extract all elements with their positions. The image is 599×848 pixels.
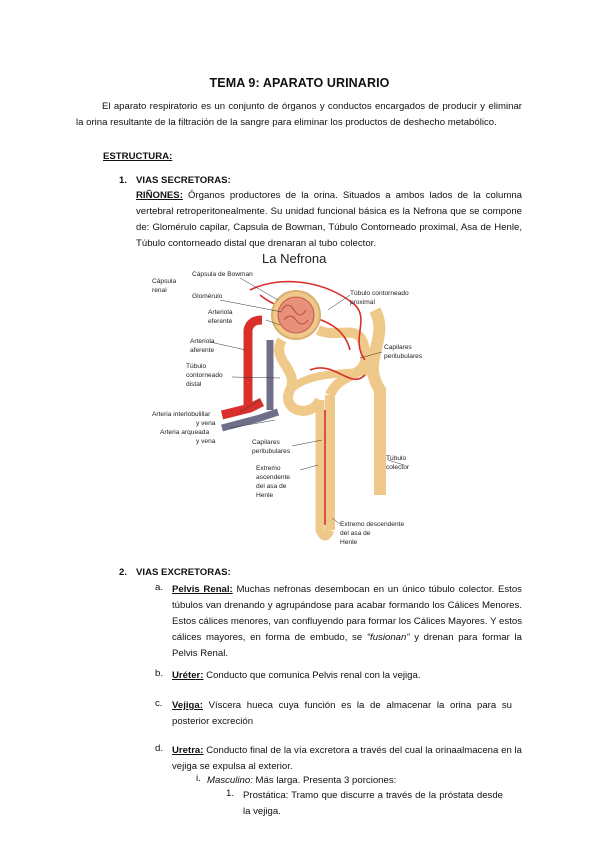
label-tubulo-proximal-2: proximal: [350, 299, 375, 306]
vejiga-label: Vejiga:: [172, 700, 203, 711]
label-tubulo-distal-3: distal: [186, 381, 202, 388]
label-capilares-peritubulares-b: Capilares: [252, 439, 281, 446]
label-tubulo-proximal: Túbulo contorneado: [350, 290, 409, 297]
label-glomerulo: Glomérulo: [192, 293, 223, 300]
label-extremo-ascendente-4: Henle: [256, 492, 274, 499]
uretra-label: Uretra:: [172, 745, 204, 756]
label-extremo-descendente-2: del asa de: [340, 530, 371, 537]
glomerulus-capillary-loops: [281, 304, 309, 325]
label-extremo-descendente-3: Henle: [340, 539, 358, 546]
uretra-text: Conducto final de la vía excretora a tra…: [172, 745, 522, 772]
label-capilares-peritubulares: Capilares: [384, 344, 413, 351]
item-i-marker: i.: [196, 773, 201, 784]
item-c-marker: c.: [155, 698, 163, 709]
label-capsula-renal-2: renal: [152, 287, 167, 294]
item-d-marker: d.: [155, 743, 164, 754]
section2-number: 2.: [119, 567, 128, 578]
ureter-label: Uréter:: [172, 670, 204, 681]
collecting-duct: [366, 307, 386, 495]
label-extremo-ascendente-3: del asa de: [256, 483, 287, 490]
label-extremo-descendente: Extremo descendente: [340, 521, 404, 528]
section2-heading: VIAS EXCRETORAS:: [136, 567, 231, 578]
masculino-text: Más larga. Presenta 3 porciones:: [252, 775, 397, 786]
pelvis-renal-italic: “fusionan”: [366, 632, 410, 643]
arcuate-artery: [220, 397, 265, 420]
intro-paragraph: El aparato respiratorio es un conjunto d…: [76, 101, 522, 128]
proximal-tubule: [315, 325, 371, 398]
label-arteriola-eferente: Arteriola: [208, 309, 233, 316]
section1-number: 1.: [119, 175, 128, 186]
label-tubulo-distal-2: contorneado: [186, 372, 223, 379]
label-capsula-renal: Cápsula: [152, 278, 177, 285]
label-tubulo-colector-2: colector: [386, 464, 410, 471]
diagram-title: La Nefrona: [262, 251, 327, 266]
estructura-heading: ESTRUCTURA:: [103, 151, 173, 162]
label-arteria-arqueada-2: y vena: [196, 438, 216, 445]
label-arteriola-aferente-2: aferente: [190, 347, 215, 354]
label-tubulo-colector: Túbulo: [386, 455, 406, 462]
pelvis-renal-paragraph: Pelvis Renal: Muchas nefronas desembocan…: [172, 582, 522, 662]
item-a-marker: a.: [155, 582, 164, 593]
pelvis-renal-text: Muchas nefronas desembocan en un único t…: [172, 584, 522, 643]
rinones-text: Órganos productores de la orina. Situado…: [136, 190, 522, 249]
item-b-marker: b.: [155, 668, 164, 679]
ascending-limb: [315, 400, 335, 541]
section1-heading: VIAS SECRETORAS:: [136, 175, 231, 186]
label-arteria-arqueada: Arteria arqueada: [160, 429, 209, 436]
masculino-paragraph: Masculino: Más larga. Presenta 3 porcion…: [207, 773, 507, 789]
vejiga-paragraph: Vejiga: Víscera hueca cuya función es la…: [172, 698, 512, 730]
afferent-artery: [243, 315, 263, 410]
ureter-text: Conducto que comunica Pelvis renal con l…: [203, 670, 421, 681]
label-extremo-ascendente: Extremo: [256, 465, 281, 472]
label-capilares-peritubulares-b2: peritubulares: [252, 448, 291, 455]
rinones-label: RIÑONES:: [136, 190, 183, 201]
label-arteriola-eferente-2: eferente: [208, 318, 233, 325]
diagram-pointer-lines: [209, 277, 405, 525]
label-extremo-ascendente-2: ascendente: [256, 474, 290, 481]
pelvis-renal-label: Pelvis Renal:: [172, 584, 233, 595]
label-tubulo-distal: Túbulo: [186, 363, 206, 370]
glomerulus: [277, 296, 315, 334]
connecting-tubule: [287, 366, 379, 394]
prostatica-paragraph: Prostática: Tramo que discurre a través …: [243, 790, 503, 817]
rinones-paragraph: RIÑONES: Órganos productores de la orina…: [136, 188, 522, 252]
document-title: TEMA 9: APARATO URINARIO: [209, 76, 390, 90]
arcuate-vein: [221, 408, 280, 432]
nefrona-diagram: La Nefrona: [152, 251, 423, 546]
label-arteria-interlobulillar-2: y vena: [196, 420, 216, 427]
masculino-label: Masculino:: [207, 775, 253, 786]
item-i1-marker: 1.: [226, 788, 235, 799]
label-arteriola-aferente: Arteriola: [190, 338, 215, 345]
uretra-paragraph: Uretra: Conducto final de la vía excreto…: [172, 743, 522, 775]
label-capsula-bowman: Cápsula de Bowman: [192, 271, 253, 278]
diagram-labels: Cápsula renal Cápsula de Bowman Glomérul…: [152, 271, 423, 546]
pelvis-renal-text-2: y drenan para formar la Pelvis Renal.: [172, 632, 522, 659]
label-capilares-peritubulares-2: peritubulares: [384, 353, 423, 360]
label-arteria-interlobulillar: Arteria interlobulillar: [152, 411, 211, 418]
vejiga-text: Víscera hueca cuya función es la de alma…: [172, 700, 512, 727]
ureter-paragraph: Uréter: Conducto que comunica Pelvis ren…: [172, 668, 522, 684]
